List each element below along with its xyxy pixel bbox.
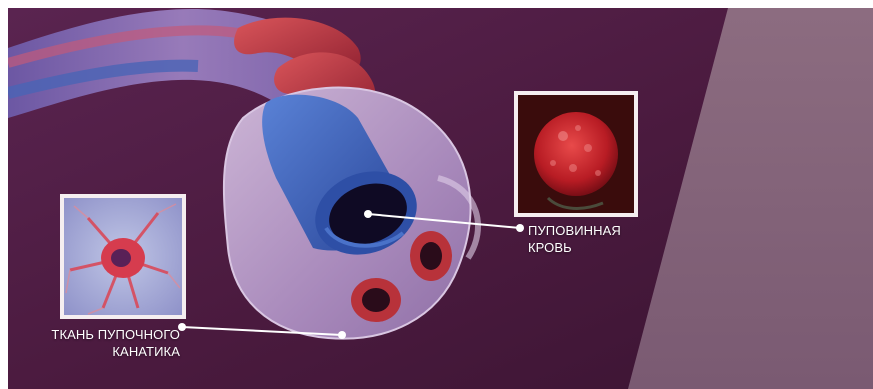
cord-blood-label: ПУПОВИННАЯ КРОВЬ — [528, 222, 621, 256]
cord-tissue-label: ТКАНЬ ПУПОЧНОГО КАНАТИКА — [28, 326, 180, 360]
cord-blood-label-line-2: КРОВЬ — [528, 239, 621, 256]
red-blood-cell-image — [514, 91, 638, 217]
cord-blood-label-line-1: ПУПОВИННАЯ — [528, 222, 621, 239]
cord-tissue-label-line-1: ТКАНЬ ПУПОЧНОГО — [28, 326, 180, 343]
cord-tissue-label-line-2: КАНАТИКА — [28, 343, 180, 360]
umbilical-cord-illustration: ПУПОВИННАЯ КРОВЬ ТКАНЬ ПУПОЧНОГО КАНАТИК… — [8, 8, 873, 389]
stem-cell-image — [60, 194, 186, 319]
